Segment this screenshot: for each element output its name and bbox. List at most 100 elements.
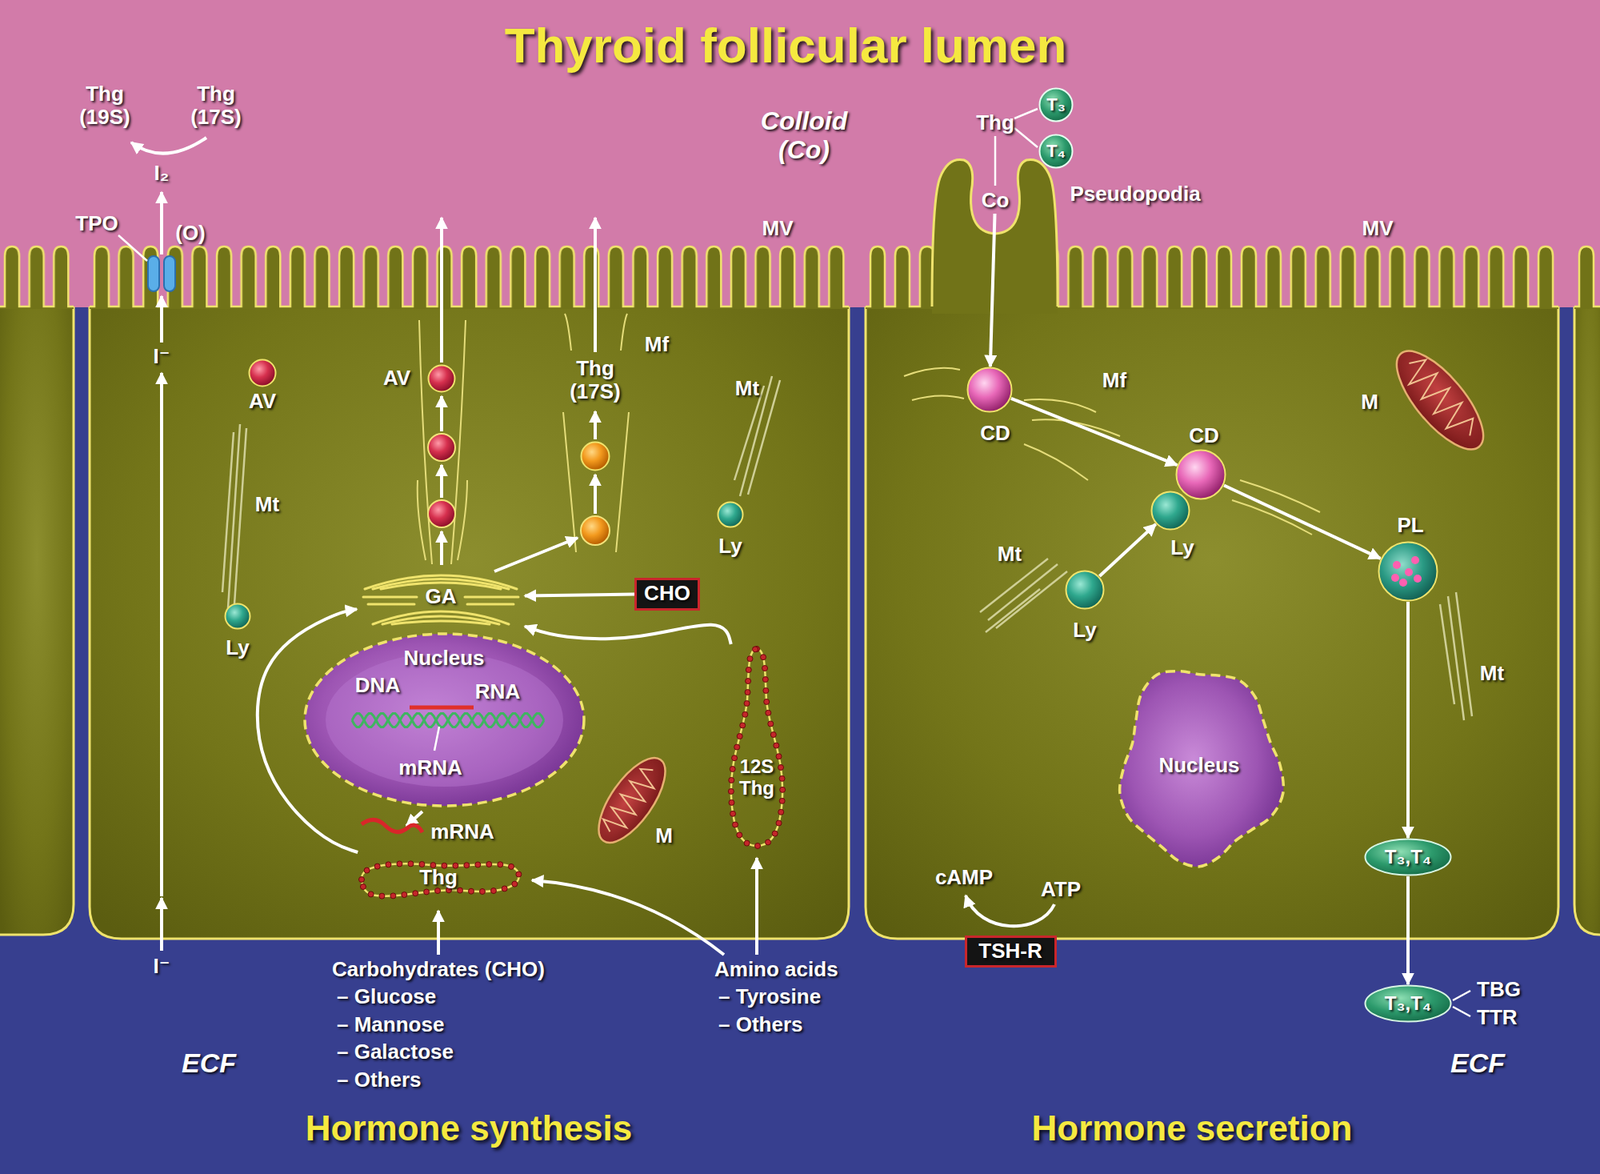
cell-body bbox=[89, 244, 849, 309]
mitochondrion bbox=[1382, 337, 1498, 462]
shape-part bbox=[763, 687, 769, 693]
microtubule bbox=[228, 424, 240, 608]
shape-part bbox=[368, 891, 374, 897]
shape-part bbox=[511, 880, 517, 887]
shape-part bbox=[734, 744, 740, 750]
transport-arrow bbox=[160, 296, 164, 343]
shape-part bbox=[770, 732, 776, 738]
shape-part bbox=[773, 742, 780, 748]
section-heading: Hormone secretion bbox=[1032, 1108, 1353, 1148]
shape-part bbox=[468, 888, 474, 894]
tpo-channel bbox=[148, 256, 176, 292]
shape-part bbox=[325, 652, 564, 787]
input-box: CHO bbox=[634, 577, 700, 611]
shape-part bbox=[1399, 578, 1408, 587]
node-label: AV bbox=[383, 366, 411, 390]
leader-line bbox=[1452, 1006, 1471, 1016]
part-label: Thg (19S) bbox=[72, 82, 137, 129]
shape-part bbox=[732, 821, 739, 828]
mrna-strand bbox=[361, 819, 423, 832]
shape-part bbox=[456, 887, 463, 893]
golgi-apparatus: GA bbox=[356, 564, 525, 629]
transport-arrow bbox=[593, 217, 597, 352]
cell-body bbox=[1574, 306, 1600, 935]
colloid-pocket: Co bbox=[976, 188, 1014, 214]
shape-part bbox=[728, 799, 735, 805]
transport-arrow bbox=[160, 372, 164, 896]
shape-part bbox=[434, 726, 440, 751]
shape-part bbox=[508, 863, 514, 869]
shape-part bbox=[400, 892, 407, 898]
cell-body bbox=[865, 306, 1559, 939]
shape-part bbox=[352, 712, 544, 727]
shape-part bbox=[407, 860, 413, 867]
part-label: Thg bbox=[976, 111, 1015, 135]
part-label: Pseudopodia bbox=[1069, 182, 1200, 206]
shape-part bbox=[396, 860, 402, 867]
leader-line bbox=[118, 108, 1471, 1016]
part-label: M bbox=[655, 824, 673, 848]
shape-part bbox=[762, 665, 768, 672]
shape-part bbox=[364, 867, 370, 873]
shape-part bbox=[752, 646, 759, 652]
lysosome-outline bbox=[1064, 569, 1105, 610]
shape-part bbox=[765, 709, 772, 716]
transport-arrow bbox=[593, 474, 597, 514]
shape-part bbox=[760, 654, 767, 660]
lysosome-outline bbox=[224, 602, 252, 630]
node-label: Thg (17S) bbox=[563, 356, 628, 404]
shape-part bbox=[372, 611, 509, 624]
shape-part bbox=[779, 775, 785, 781]
colloid-droplet-outline bbox=[966, 366, 1013, 413]
shape-part bbox=[736, 732, 743, 739]
cell-body bbox=[865, 306, 1559, 939]
microfilament bbox=[457, 480, 468, 560]
transport-arrow bbox=[494, 537, 578, 572]
list-item: – Others bbox=[336, 1068, 422, 1092]
microfilament bbox=[620, 313, 628, 351]
shape-part bbox=[768, 720, 774, 727]
microfilament bbox=[417, 480, 426, 560]
endoplasmic-reticulum-outline bbox=[724, 644, 789, 851]
shape-part bbox=[1066, 571, 1104, 609]
part-label: MV bbox=[762, 216, 794, 240]
microfilament bbox=[1024, 399, 1096, 412]
node-label: CHO bbox=[644, 581, 691, 605]
shape-part bbox=[464, 596, 519, 599]
node-label: AV bbox=[248, 389, 276, 413]
shape-part bbox=[718, 502, 744, 528]
node-label: Ly bbox=[718, 534, 742, 558]
node-label: T₃ bbox=[1046, 95, 1066, 116]
cell-body bbox=[0, 244, 74, 309]
shape-part bbox=[776, 820, 782, 826]
leader-line bbox=[118, 235, 148, 261]
leader-line bbox=[1452, 990, 1471, 1000]
transport-arrow bbox=[593, 411, 597, 440]
microtubule bbox=[1456, 592, 1472, 716]
transport-arrow bbox=[160, 897, 164, 951]
ion-label: I₂ bbox=[154, 161, 170, 185]
microtubule bbox=[1448, 596, 1464, 720]
region-label: Colloid (Co) bbox=[744, 107, 864, 165]
shape-part bbox=[1411, 556, 1420, 564]
shape-part bbox=[382, 616, 500, 624]
lysosome: Ly bbox=[1150, 490, 1191, 531]
endoplasmic-reticulum: 12S Thg bbox=[724, 644, 789, 851]
secretory-vesicle bbox=[428, 433, 456, 461]
shape-part bbox=[736, 832, 743, 838]
flow-arrow bbox=[1406, 876, 1410, 984]
shape-part bbox=[1392, 560, 1401, 569]
node-label: RNA bbox=[475, 680, 520, 704]
transport-arrow bbox=[440, 531, 444, 565]
shape-part bbox=[765, 839, 772, 845]
part-label: M bbox=[1360, 390, 1379, 414]
part-label: Mt bbox=[735, 376, 760, 400]
cell-body bbox=[0, 306, 74, 935]
shape-part bbox=[1365, 985, 1452, 1022]
list-item: – Mannose bbox=[336, 1012, 444, 1036]
microfilament bbox=[904, 368, 960, 376]
shape-part bbox=[423, 888, 429, 895]
microfilament bbox=[1232, 500, 1312, 535]
shape-part bbox=[1391, 573, 1400, 582]
